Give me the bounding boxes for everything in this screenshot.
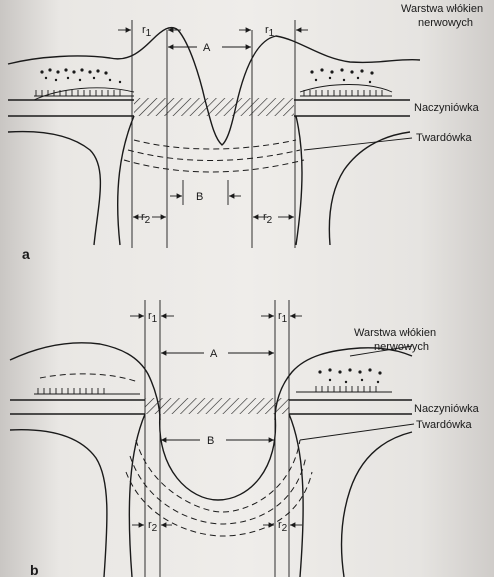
label-sclera-b: Twardówka (416, 419, 473, 431)
lamina-cribrosa-b-2 (130, 456, 306, 524)
dim-b-r1-left: r1 (148, 310, 158, 325)
label-nerve-fiber-a-1: Warstwa włókien (401, 3, 483, 15)
nerve-fiber-layer-a-outline (34, 85, 392, 101)
nerve-fiber-dots-b-right (318, 368, 381, 383)
labels-a: Warstwa włókien nerwowych Naczyniówka Tw… (22, 3, 483, 262)
panel-label-b: b (30, 562, 39, 577)
sclera-leader-a (304, 138, 412, 150)
cup-b (160, 414, 276, 500)
labels-b: Warstwa włókien nerwowych Naczyniówka Tw… (30, 310, 480, 577)
dim-a-r1-left: r1 (142, 24, 152, 39)
dim-a-r2-right: r2 (263, 211, 273, 226)
sclera-left-b (10, 414, 145, 577)
lamina-hatch-a (134, 98, 294, 116)
label-choroid-a: Naczyniówka (414, 102, 480, 114)
sclera-left-a (8, 116, 134, 245)
sclera-right-b (289, 414, 412, 577)
dim-a-r2-left: r2 (141, 211, 151, 226)
dim-a-r1-right: r1 (265, 24, 275, 39)
dim-b-A: A (210, 348, 218, 360)
lamina-cribrosa-a-3 (124, 160, 304, 172)
nerve-fiber-outline-b-left (40, 374, 138, 382)
lamina-hatch-b (145, 398, 289, 414)
dim-b-r1-right: r1 (278, 310, 288, 325)
panel-label-a: a (22, 246, 30, 262)
dim-a-B: B (196, 191, 203, 203)
photoreceptor-striations-b-right (296, 386, 392, 392)
sclera-right-a (296, 116, 410, 245)
retina-surface-a (8, 28, 420, 145)
label-choroid-b: Naczyniówka (414, 403, 480, 415)
label-nerve-fiber-b-1: Warstwa włókien (354, 327, 436, 339)
dim-a-A: A (203, 42, 211, 54)
retina-surface-b-left (10, 343, 160, 420)
nerve-fiber-dots-a-right (310, 68, 373, 83)
dim-b-r2-right: r2 (278, 519, 288, 534)
dim-b-r2-left: r2 (148, 519, 158, 534)
photoreceptor-striations-b-left (34, 388, 140, 394)
photoreceptor-striations-a-right (300, 90, 392, 96)
label-nerve-fiber-b-2: nerwowych (374, 341, 429, 353)
dim-b-B: B (207, 435, 214, 447)
photoreceptor-striations-a-left (34, 90, 134, 96)
label-sclera-a: Twardówka (416, 132, 473, 144)
lamina-cribrosa-a-1 (134, 140, 296, 149)
lamina-cribrosa-a-2 (128, 150, 300, 161)
label-nerve-fiber-a-2: nerwowych (418, 17, 473, 29)
retina-surface-b-right (275, 348, 412, 420)
figure-a (8, 20, 420, 248)
